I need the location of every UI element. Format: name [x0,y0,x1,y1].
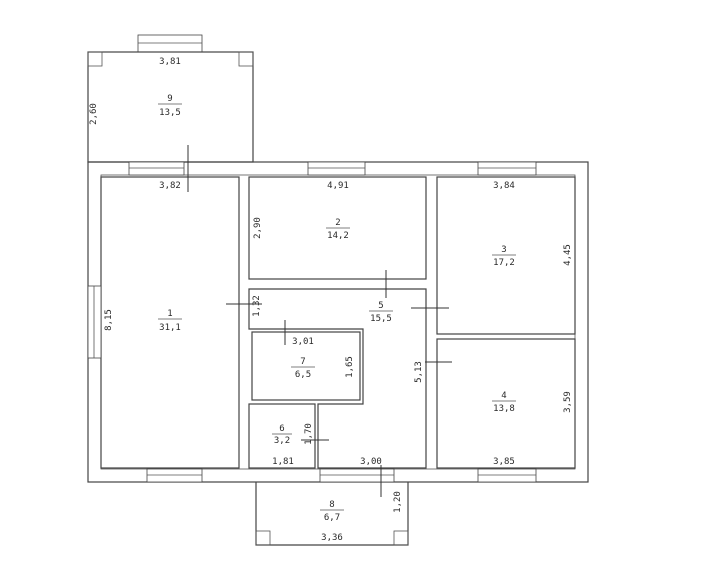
room-2-outline [248,176,427,280]
balcony-top-railing [137,34,203,53]
window-room-1-top [128,161,185,176]
window-room-4 [477,468,537,483]
room-4-number: 4 [501,391,506,401]
window-room-3 [477,161,537,176]
dim-room-2-depth: 2,90 [253,217,263,239]
room-5-area: 15,5 [370,314,392,324]
room-3-outline [436,176,576,335]
dim-hall-depth-a: 1,32 [252,295,262,317]
window-room-2 [307,161,366,176]
dim-room-2-width: 4,91 [327,181,349,191]
dim-balcony-top-depth: 2,60 [89,103,99,125]
room-9-number: 9 [167,94,172,104]
window-room-1-bottom [146,468,203,483]
dim-room-6-width: 1,81 [272,457,294,467]
room-5-outline [248,288,427,469]
room-6-area: 3,2 [274,436,290,446]
room-8-area: 6,7 [324,513,340,523]
dim-porch-width: 3,36 [321,533,343,543]
room-7-outline [251,331,361,401]
dim-room-1-width: 3,82 [159,181,181,191]
room-8-number: 8 [329,500,334,510]
door-marks [187,145,452,497]
room-4-area: 13,8 [493,404,515,414]
room-3-number: 3 [501,245,506,255]
room-1-number: 1 [167,309,172,319]
porch-outline [255,482,409,546]
room-9-area: 13,5 [159,108,181,118]
window-hall-bottom [319,468,395,483]
room-labels: 9 13,5 1 31,1 2 14,2 3 17,2 4 13,8 5 15,… [158,94,516,523]
dim-room-6-height: 1,70 [304,423,314,445]
room-2-number: 2 [335,218,340,228]
room-7-area: 6,5 [295,370,311,380]
balcony-top-outline [87,51,254,163]
porch-bottom [255,482,409,546]
dim-room-1-height: 8,15 [104,309,114,331]
room-6-outline [248,403,316,469]
room-3-area: 17,2 [493,258,515,268]
room-1-area: 31,1 [159,323,181,333]
windows [87,161,537,483]
outer-walls [87,161,589,483]
dim-room-3-height: 4,45 [563,244,573,266]
outer-wall-outline [87,161,589,483]
room-5-number: 5 [378,301,383,311]
room-6-number: 6 [279,424,284,434]
room-7-number: 7 [300,357,305,367]
room-2-area: 14,2 [327,231,349,241]
dim-hall-bottom-width: 3,00 [360,457,382,467]
dim-room-4-height: 3,59 [563,391,573,413]
dim-hall-height: 5,13 [414,361,424,383]
dim-balcony-top-width: 3,81 [159,57,181,67]
dim-room-7-width: 3,01 [292,337,314,347]
dim-room-4-width: 3,85 [493,457,515,467]
room-4-outline [436,338,576,469]
dim-porch-depth: 1,20 [393,491,403,513]
dim-room-3-width: 3,84 [493,181,515,191]
window-room-1-left [87,285,102,359]
dimension-labels: 3,81 2,60 3,82 8,15 4,91 2,90 3,84 4,45 … [89,57,573,543]
dim-room-7-height: 1,65 [345,356,355,378]
